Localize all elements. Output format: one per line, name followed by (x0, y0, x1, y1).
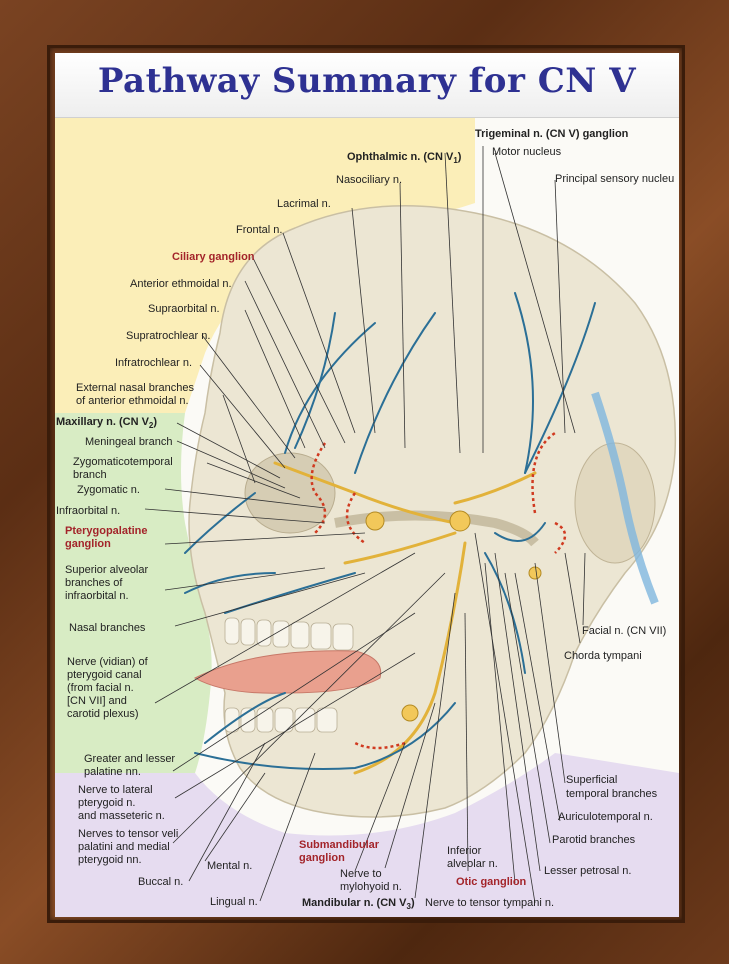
mandibular-zone (55, 753, 679, 917)
label-chorda-tympani: Chorda tympani (564, 650, 642, 662)
label-buccal: Buccal n. (138, 876, 183, 888)
label-tensor-veli-2: palatini and medial (78, 841, 170, 853)
maxillary-zone (55, 413, 212, 773)
label-mylohyoid-1: Nerve to (340, 868, 382, 880)
label-submandibular-2: ganglion (299, 852, 345, 864)
parasympathetic-fibers (310, 431, 567, 750)
label-tensor-tympani: Nerve to tensor tympani n. (425, 897, 554, 909)
leader-lines (144, 146, 586, 904)
label-inferior-alveolar-2: alveolar n. (447, 858, 498, 870)
nerve-branches (184, 292, 596, 775)
label-ciliary-ganglion: Ciliary ganglion (172, 251, 255, 263)
label-vidian-3: (from facial n. (67, 682, 134, 694)
label-pterygopalatine-1: Pterygopalatine (65, 525, 148, 537)
label-frontal: Frontal n. (236, 224, 282, 236)
orbit (244, 452, 336, 534)
label-lateral-pterygoid-1: Nerve to lateral (78, 784, 153, 796)
label-palatine-2: palatine nn. (84, 766, 141, 778)
label-palatine-1: Greater and lesser (84, 753, 175, 765)
label-nasociliary: Nasociliary n. (336, 174, 402, 186)
label-mental: Mental n. (207, 860, 252, 872)
cn-v-diagram: Trigeminal n. (CN V) ganglion Ophthalmic… (55, 118, 679, 917)
label-tensor-veli-1: Nerves to tensor veli (78, 828, 178, 840)
label-lingual: Lingual n. (210, 896, 258, 908)
label-otic-ganglion: Otic ganglion (456, 876, 527, 888)
label-pterygopalatine-2: ganglion (65, 538, 111, 550)
label-zygomaticotemporal-1: Zygomaticotemporal (73, 456, 173, 468)
label-nasal-branches: Nasal branches (69, 622, 146, 634)
upper-teeth (224, 617, 354, 651)
label-supraorbital: Supraorbital n. (148, 303, 220, 315)
facial-nerve-path (591, 391, 659, 605)
label-infraorbital: Infraorbital n. (56, 505, 120, 517)
label-superior-alveolar-3: infraorbital n. (65, 590, 129, 602)
label-lateral-pterygoid-3: and masseteric n. (78, 810, 165, 822)
label-zygomatic: Zygomatic n. (77, 484, 140, 496)
diagram-labels: Trigeminal n. (CN V) ganglion Ophthalmic… (56, 128, 674, 911)
label-vidian-4: [CN VII] and (67, 695, 127, 707)
lower-teeth (224, 707, 338, 733)
label-supratrochlear: Supratrochlear n. (126, 330, 210, 342)
label-lesser-petrosal: Lesser petrosal n. (544, 865, 631, 877)
label-auriculotemporal: Auriculotemporal n. (558, 811, 653, 823)
label-meningeal: Meningeal branch (85, 436, 172, 448)
label-external-nasal-2: of anterior ethmoidal n. (76, 395, 189, 407)
label-ophthalmic: Ophthalmic n. (CN V1) (347, 151, 462, 165)
label-parotid: Parotid branches (552, 834, 636, 846)
label-superficial-temporal-1: Superficial (566, 774, 617, 786)
label-trigeminal: Trigeminal n. (CN V) ganglion (475, 128, 629, 140)
label-vidian-1: Nerve (vidian) of (67, 656, 149, 668)
label-motor-nucleus: Motor nucleus (492, 146, 562, 158)
label-superficial-temporal-2: temporal branches (566, 788, 658, 800)
label-lacrimal: Lacrimal n. (277, 198, 331, 210)
label-principal-sensory: Principal sensory nucleu (555, 173, 674, 185)
label-zygomaticotemporal-2: branch (73, 469, 107, 481)
ganglia (365, 510, 542, 722)
poster: Pathway Summary for CN V (55, 53, 679, 917)
label-superior-alveolar-2: branches of (65, 577, 123, 589)
label-superior-alveolar-1: Superior alveolar (65, 564, 148, 576)
label-vidian-2: pterygoid canal (67, 669, 142, 681)
label-submandibular-1: Submandibular (299, 839, 380, 851)
label-maxillary: Maxillary n. (CN V2) (56, 416, 157, 430)
label-mandibular: Mandibular n. (CN V3) (302, 897, 415, 911)
label-tensor-veli-3: pterygoid nn. (78, 854, 142, 866)
label-external-nasal-1: External nasal branches (76, 382, 195, 394)
title-bar: Pathway Summary for CN V (55, 53, 679, 118)
label-infratrochlear: Infratrochlear n. (115, 357, 192, 369)
label-inferior-alveolar-1: Inferior (447, 845, 482, 857)
label-anterior-ethmoidal: Anterior ethmoidal n. (130, 278, 232, 290)
label-facial: Facial n. (CN VII) (582, 625, 666, 637)
label-vidian-5: carotid plexus) (67, 708, 139, 720)
label-mylohyoid-2: mylohyoid n. (340, 881, 402, 893)
page-title: Pathway Summary for CN V (97, 61, 637, 101)
label-lateral-pterygoid-2: pterygoid n. (78, 797, 135, 809)
